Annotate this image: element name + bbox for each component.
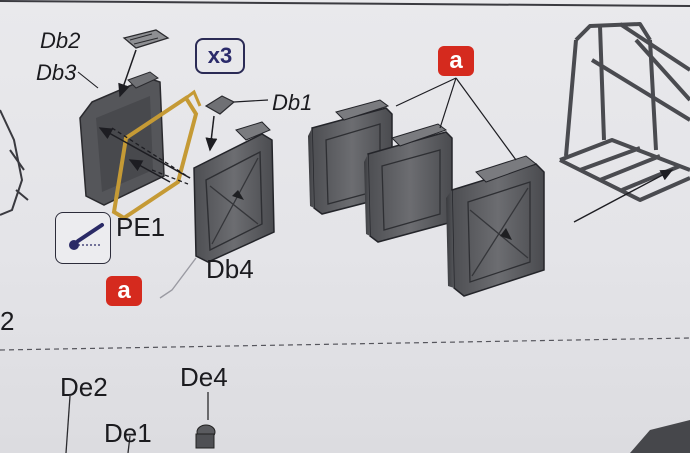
label-db4: Db4 — [206, 254, 254, 284]
jerrycan-group-x3 — [308, 99, 545, 297]
quantity-box: x3 — [195, 38, 245, 74]
previous-step-frame — [0, 109, 29, 216]
rack-frame — [559, 22, 690, 202]
de4-small-part — [195, 424, 216, 449]
label-db3: Db3 — [36, 60, 77, 85]
label-de1: De1 — [104, 418, 152, 448]
label-de4: De4 — [180, 362, 228, 392]
label-db1: Db1 — [272, 90, 313, 115]
page-number-fragment: 2 — [0, 306, 15, 336]
step-separator — [0, 337, 690, 351]
db4-jerrycan — [193, 121, 275, 263]
jerrycan-3 — [446, 155, 545, 297]
badge-a-top: a — [438, 46, 474, 76]
frame-border-top — [0, 0, 690, 7]
jerrycan-2 — [364, 123, 453, 243]
db1-cap-part — [204, 95, 236, 115]
corner-part-fragment — [630, 420, 690, 453]
label-de2: De2 — [60, 372, 108, 402]
pe1-photo-etch-frame — [111, 89, 202, 221]
label-db2: Db2 — [40, 28, 81, 53]
photo-etch-bend-icon — [55, 212, 111, 264]
badge-a-left: a — [106, 276, 142, 306]
db2-handle-part — [122, 29, 170, 49]
label-pe1: PE1 — [116, 212, 166, 242]
check-mark-icon — [159, 257, 197, 299]
